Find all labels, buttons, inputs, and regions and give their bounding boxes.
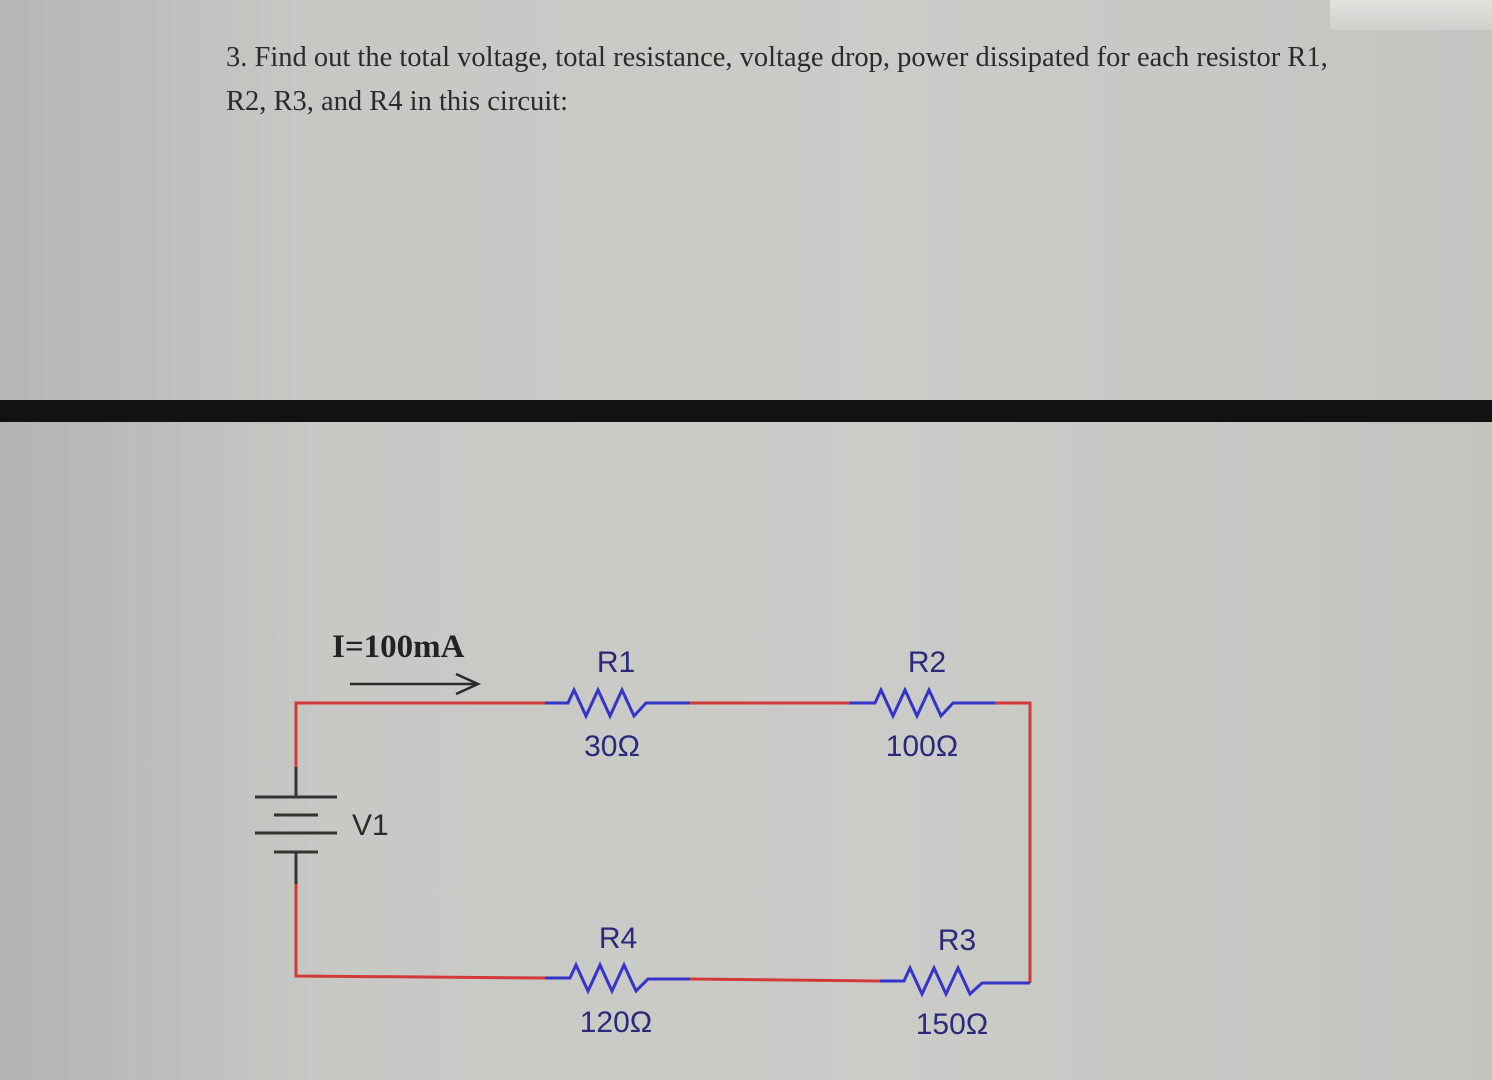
r3-name-label: R3 bbox=[938, 924, 976, 957]
wire-left-top bbox=[294, 701, 545, 777]
r1-name-label: R1 bbox=[597, 646, 635, 679]
r2-name-label: R2 bbox=[908, 646, 946, 679]
r3-value-label: 150Ω bbox=[916, 1008, 988, 1041]
r4-value-label: 120Ω bbox=[580, 1006, 652, 1039]
monitor-divider-bar bbox=[0, 400, 1492, 422]
question-panel: 3. Find out the total voltage, total res… bbox=[0, 0, 1492, 400]
wire-left-bottom bbox=[294, 880, 546, 980]
circuit-panel bbox=[0, 422, 1492, 1080]
current-label: I=100mA bbox=[332, 629, 465, 665]
wire-right bbox=[995, 701, 1032, 983]
wires bbox=[294, 701, 1032, 983]
battery-v1-symbol bbox=[255, 767, 337, 884]
current-arrow bbox=[350, 672, 482, 696]
resistor-r1 bbox=[545, 686, 690, 720]
wire-r3-r4 bbox=[689, 977, 881, 983]
source-name-label: V1 bbox=[352, 809, 389, 842]
resistor-r4 bbox=[545, 961, 690, 995]
screen-glare bbox=[1330, 0, 1492, 30]
question-text: 3. Find out the total voltage, total res… bbox=[226, 42, 1328, 117]
r2-value-label: 100Ω bbox=[886, 730, 958, 763]
resistor-r2 bbox=[850, 686, 995, 720]
r1-value-label: 30Ω bbox=[584, 730, 640, 763]
r4-name-label: R4 bbox=[599, 922, 637, 955]
resistor-r3 bbox=[880, 964, 1030, 998]
